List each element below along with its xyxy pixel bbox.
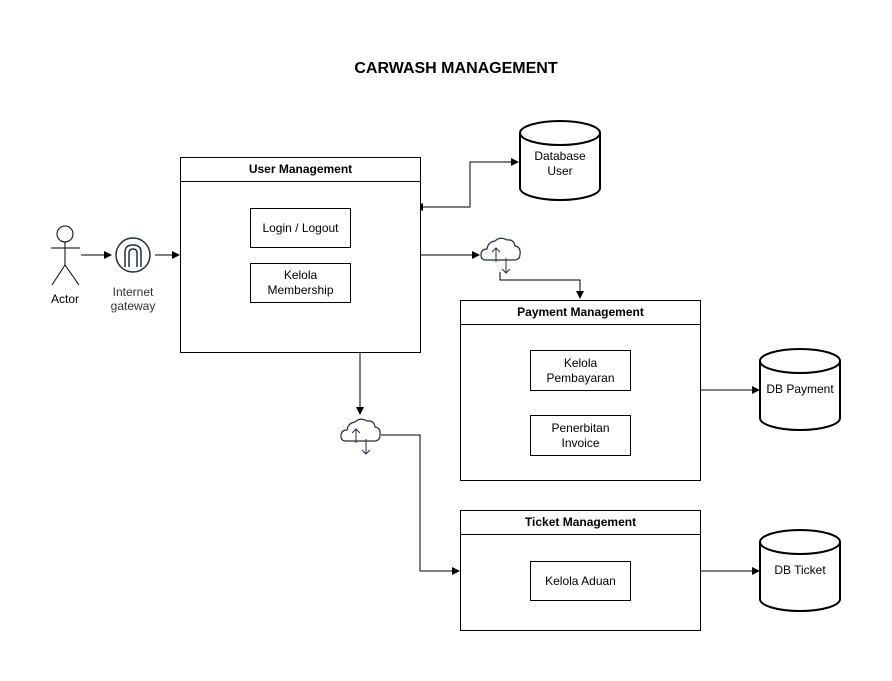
gateway-label-line2: gateway: [110, 299, 156, 313]
kelola-pembayaran-box: Kelola Pembayaran: [530, 350, 631, 391]
edge-user-management-database-user: [415, 158, 519, 211]
db-payment-cylinder-icon: [759, 348, 841, 431]
edge-cloud-1-payment-management: [499, 272, 584, 299]
actor-icon: [51, 225, 80, 286]
kelola-aduan-box: Kelola Aduan: [530, 561, 631, 601]
kelola-membership-line1: Kelola: [283, 268, 318, 282]
diagram-title: CARWASH MANAGEMENT: [354, 60, 558, 77]
kelola-aduan-label: Kelola Aduan: [545, 573, 616, 588]
gateway-label: Internet gateway: [98, 285, 168, 313]
cloud-icon-2: [340, 418, 381, 455]
kelola-membership-line2: Membership: [267, 283, 334, 297]
cloud-icon-1: [480, 237, 521, 274]
database-user-label: Database User: [520, 149, 600, 179]
internet-gateway-icon: [115, 237, 151, 273]
user-management-container: User Management Login / Logout Kelola Me…: [180, 157, 421, 353]
actor-label: Actor: [50, 292, 79, 306]
kelola-pembayaran-line2: Pembayaran: [546, 370, 615, 385]
database-user-line1: Database: [534, 149, 586, 163]
edge-cloud-2-ticket-management: [381, 434, 460, 575]
payment-management-title: Payment Management: [461, 301, 700, 325]
login-logout-label: Login / Logout: [262, 220, 339, 235]
database-user-line2: User: [547, 164, 573, 178]
ticket-management-title: Ticket Management: [461, 511, 700, 535]
db-payment-label: DB Payment: [766, 382, 834, 396]
payment-management-container: Payment Management Kelola Pembayaran Pen…: [460, 300, 701, 481]
gateway-label-line1: Internet: [112, 285, 154, 299]
kelola-pembayaran-line1: Kelola: [563, 355, 598, 370]
db-ticket-cylinder-icon: [759, 529, 841, 612]
user-management-title: User Management: [181, 158, 420, 182]
ticket-management-container: Ticket Management Kelola Aduan: [460, 510, 701, 631]
database-user-cylinder-icon: [519, 120, 601, 201]
penerbitan-invoice-box: Penerbitan Invoice: [530, 415, 631, 456]
login-logout-box: Login / Logout: [250, 208, 351, 248]
penerbitan-invoice-line1: Penerbitan: [551, 420, 610, 435]
kelola-membership-box: Kelola Membership: [250, 263, 351, 303]
penerbitan-invoice-line2: Invoice: [561, 435, 600, 450]
db-ticket-label: DB Ticket: [774, 563, 826, 577]
